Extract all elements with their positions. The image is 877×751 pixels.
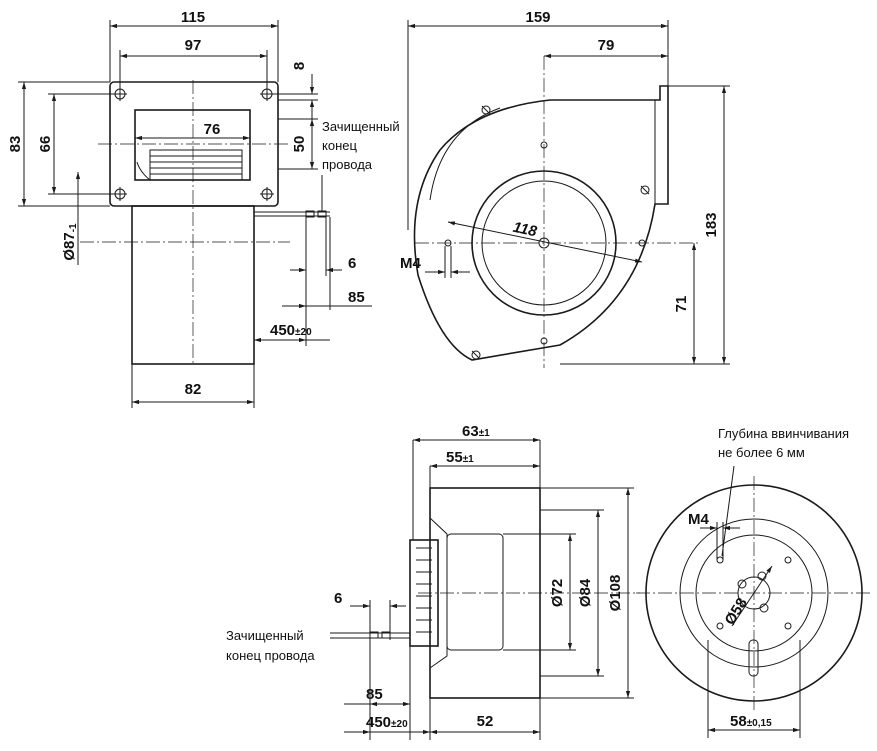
dim-d84: Ø84 — [577, 578, 594, 607]
dim-85: 85 — [348, 289, 365, 306]
dim-55: 55±1 — [446, 449, 474, 466]
dim-d58: Ø58 — [721, 595, 750, 628]
dim-52: 52 — [477, 713, 494, 730]
dim-6: 6 — [348, 255, 356, 272]
mounting-hole — [113, 87, 127, 101]
dim-85: 85 — [366, 686, 383, 703]
dim-97: 97 — [185, 37, 202, 54]
dim-82: 82 — [185, 381, 202, 398]
stripped-wire-note: провода — [322, 157, 373, 172]
screw — [481, 105, 491, 115]
dim-83: 83 — [7, 136, 24, 153]
dim-50: 50 — [291, 136, 308, 153]
dim-66: 66 — [37, 136, 54, 153]
front-view: 115 97 76 82 83 66 Ø87-1 8 — [7, 9, 400, 408]
dim-d87: Ø87-1 — [61, 223, 79, 261]
dim-450: 450±20 — [270, 322, 312, 339]
screw — [471, 350, 481, 360]
dim-118: 118 — [511, 219, 539, 241]
mounting-hole — [260, 187, 274, 201]
side-view: 118 159 79 183 71 M4 — [400, 9, 730, 368]
dim-115: 115 — [181, 9, 205, 26]
dim-63: 63±1 — [462, 423, 490, 440]
dim-d108: Ø108 — [607, 575, 624, 612]
bottom-side-view: 63±1 55±1 Ø72 Ø84 Ø108 52 6 85 — [226, 423, 640, 740]
screw — [640, 185, 650, 195]
dim-76: 76 — [204, 121, 221, 138]
stripped-wire-note: конец провода — [226, 648, 315, 663]
dim-71: 71 — [673, 296, 690, 313]
dim-d72: Ø72 — [549, 579, 566, 607]
dim-159: 159 — [525, 9, 550, 26]
stripped-wire-note: Зачищенный — [226, 628, 304, 643]
dim-m4: M4 — [400, 255, 421, 272]
dim-79: 79 — [598, 37, 615, 54]
rear-view: Ø58 M4 Глубина ввинчивания не более 6 мм… — [636, 426, 872, 738]
screw-depth-note: Глубина ввинчивания — [718, 426, 849, 441]
dim-m4: M4 — [688, 511, 709, 528]
dim-8: 8 — [291, 62, 308, 70]
stripped-wire-note: Зачищенный — [322, 119, 400, 134]
dim-6: 6 — [334, 590, 342, 607]
dim-183: 183 — [703, 212, 720, 237]
dim-58: 58±0,15 — [730, 713, 772, 730]
screw-depth-note: не более 6 мм — [718, 445, 805, 460]
stripped-wire-note: конец — [322, 138, 357, 153]
dim-450: 450±20 — [366, 714, 408, 731]
mounting-hole — [113, 187, 127, 201]
mounting-hole — [260, 87, 274, 101]
